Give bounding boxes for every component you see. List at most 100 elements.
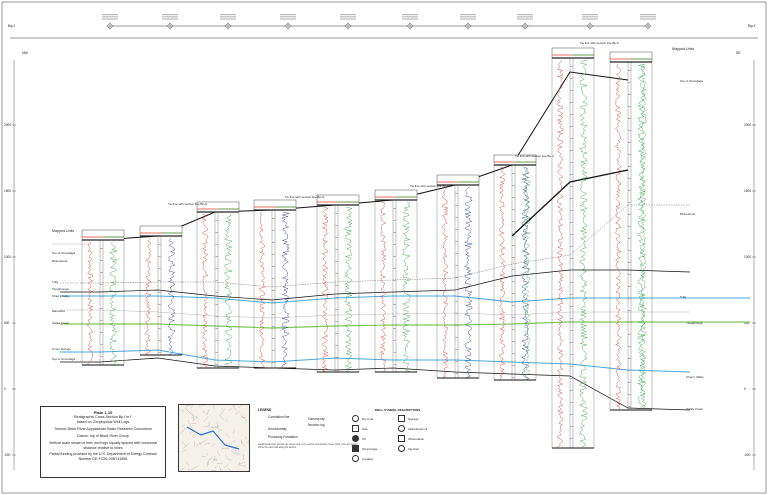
top-well-symbol — [280, 14, 296, 30]
gamma-ray-curve — [441, 186, 449, 378]
well-symbol-icon — [352, 445, 359, 452]
gamma-ray-curve — [614, 63, 622, 410]
gamma-ray-curve — [259, 211, 266, 369]
tie-line-header-2: Tie line with section line Bp-H — [285, 195, 324, 199]
well-symbol-item: Injection — [398, 445, 419, 452]
density-curve — [401, 201, 411, 372]
depth-label-right: -500 — [744, 453, 751, 457]
well-log-2 — [139, 225, 183, 356]
neutron-curve — [167, 237, 176, 356]
well-log-6 — [374, 189, 418, 373]
mapped-unit-left: Tully — [52, 280, 59, 284]
well-symbol-item: Oil and gas — [352, 445, 377, 452]
top-well-symbol — [517, 14, 533, 30]
depth-label-left: 2000 — [4, 123, 11, 127]
gamma-ray-curve — [321, 206, 329, 373]
plate-funding: Partial funding provided by the U.S. Dep… — [49, 452, 157, 462]
direction-left: NW — [22, 51, 29, 55]
well-symbol-label: Location — [362, 456, 374, 461]
well-log-1 — [81, 229, 125, 366]
correlation-line-union-springs — [60, 349, 691, 373]
well-symbol-item: Storage — [398, 415, 419, 422]
well-symbol-label: Observation — [408, 436, 425, 441]
legend-title: LEGEND — [258, 408, 272, 412]
top-well-symbol — [640, 14, 656, 30]
depth-label-right: 2000 — [744, 123, 751, 127]
well-symbol-label: Storage — [408, 416, 419, 421]
gamma-ray-curve — [379, 201, 387, 372]
well-symbol-icon — [352, 435, 359, 442]
density-curve — [224, 213, 233, 368]
top-well-symbol — [162, 14, 178, 30]
tie-line-header-4: Tie line with section line Bp-J — [515, 154, 554, 158]
well-symbol-icon — [398, 415, 405, 422]
top-well-symbol — [582, 14, 598, 30]
correlation-line-rhinestreet — [60, 204, 690, 288]
mapped-unit-left: Top of Onondaga — [52, 357, 75, 361]
well-log-5 — [316, 194, 360, 373]
neutron-curve — [281, 211, 290, 369]
legend-correlation: Correlation line — [268, 415, 290, 419]
depth-label-left: 500 — [4, 321, 10, 325]
mapped-unit-left: Top of Onondaga — [52, 251, 75, 255]
mapped-unit-left: Oatka Creek — [52, 321, 69, 325]
mapped-unit-right: Oatka Creek — [686, 407, 703, 411]
mapped-units-right: Top of OnondagaRhinestreetTullyTioughnio… — [680, 79, 704, 411]
direction-right: SE — [736, 51, 741, 55]
correlation-line-marcellus — [60, 321, 750, 329]
well-symbol-label: Oil — [362, 436, 366, 441]
correlation-line-cherry-valley — [60, 309, 690, 319]
depth-label-right: 1000 — [744, 255, 751, 259]
well-log-9 — [551, 47, 595, 449]
density-curve — [524, 166, 532, 381]
legend-unconformity: Unconformity — [268, 427, 287, 431]
plate-title-box: Plate 1-10 Stratigraphic Cross-Section B… — [40, 406, 166, 478]
well-log-4 — [253, 199, 297, 369]
gamma-ray-curve — [201, 213, 209, 368]
section-end-right: Bp-I' — [748, 23, 756, 28]
plate-subtitle: based on Geophysical Well Logs — [76, 420, 130, 425]
plate-datum: Datum: top of Black River Group — [77, 433, 129, 438]
correlation-line-onondaga — [60, 357, 691, 411]
legend-producing: Producing Formation — [268, 435, 298, 439]
depth-label-left: -500 — [4, 453, 11, 457]
well-symbol-label: Gas — [362, 426, 368, 431]
correlation-line-datum-upper — [99, 71, 629, 241]
mapped-unit-right: Tioughnioga — [686, 321, 703, 325]
well-symbol-icon — [352, 455, 359, 462]
mapped-unit-left: Union Springs — [52, 347, 71, 351]
neutron-curve — [521, 166, 530, 381]
log-note: Geophysical logs: gamma ray curves (left… — [258, 444, 358, 449]
well-log-8 — [493, 154, 537, 381]
well-symbol-icon — [398, 435, 405, 442]
density-curve — [637, 63, 646, 410]
well-log-7 — [436, 174, 480, 379]
index-map-drawing — [179, 405, 249, 471]
well-symbol-item: Abandoned oil — [398, 425, 427, 432]
legend: LEGEND Correlation line Gamma ray Neutro… — [258, 408, 378, 478]
plate-title: Stratigraphic Cross-Section Bp-I to I' — [73, 415, 132, 420]
neutron-curve — [464, 186, 473, 378]
legend-neutron: Neutron log — [308, 423, 325, 427]
depth-label-left: 1000 — [4, 255, 11, 259]
well-symbol-item: Observation — [398, 435, 424, 442]
well-symbol-icon — [352, 425, 359, 432]
mapped-unit-left: Marcellus — [52, 309, 65, 313]
mapped-unit-right: Rhinestreet — [680, 212, 696, 216]
well-symbol-icon — [398, 445, 405, 452]
tie-line-header-1: Tie line with section line Bp-H — [168, 202, 207, 206]
well-symbol-item: Dry hole — [352, 415, 373, 422]
plate-consortium: Trenton-Black River Appalachian Basin Re… — [54, 427, 152, 432]
gamma-ray-curve — [87, 241, 94, 366]
symbols-title: WELL SYMBOL DESCRIPTIONS — [374, 408, 421, 412]
mapped-units-left: Top of OnondagaRhinestreetTullyTioughnio… — [52, 243, 90, 361]
depth-label-left: 0 — [4, 387, 6, 391]
top-well-symbol — [402, 14, 418, 30]
density-curve — [344, 206, 353, 373]
density-curve — [640, 63, 647, 410]
